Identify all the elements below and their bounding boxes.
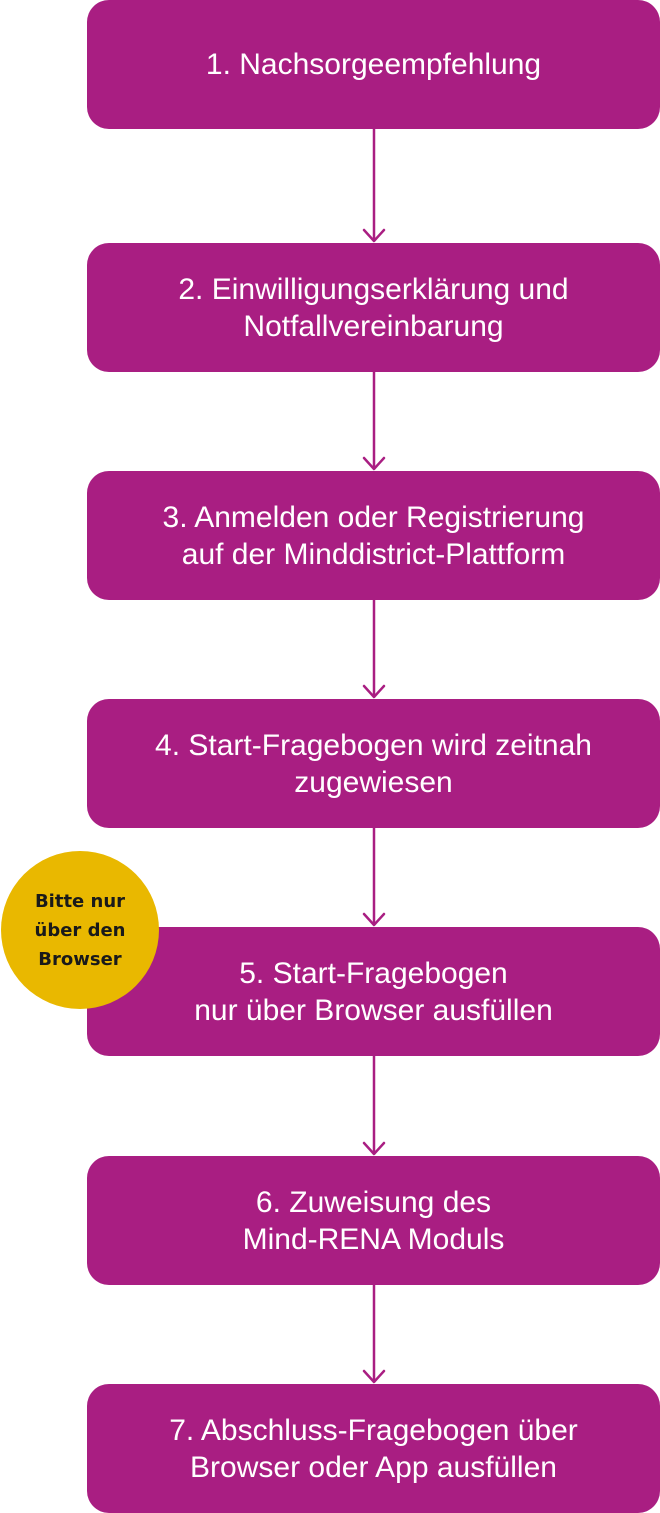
arrowhead-3-4 bbox=[362, 684, 386, 699]
browser-only-badge: Bitte nur über den Browser bbox=[1, 851, 159, 1009]
step-4-label: 4. Start-Fragebogen wird zeitnah zugewie… bbox=[155, 728, 592, 799]
arrowhead-5-6 bbox=[362, 1141, 386, 1156]
step-3-label: 3. Anmelden oder Registrierung auf der M… bbox=[162, 500, 585, 571]
step-1-label: 1. Nachsorgeempfehlung bbox=[205, 48, 542, 81]
step-1-box: 1. Nachsorgeempfehlung bbox=[87, 0, 660, 129]
step-2-label: 2. Einwilligungserklärung und Notfallver… bbox=[178, 272, 569, 343]
arrowhead-2-3 bbox=[362, 456, 386, 471]
step-6-label: 6. Zuweisung des Mind-RENA Moduls bbox=[242, 1185, 505, 1256]
browser-only-badge-label: Bitte nur über den Browser bbox=[34, 890, 126, 970]
arrowhead-1-2 bbox=[362, 228, 386, 243]
step-7-box: 7. Abschluss-Fragebogen über Browser ode… bbox=[87, 1384, 660, 1513]
step-7-label: 7. Abschluss-Fragebogen über Browser ode… bbox=[169, 1413, 578, 1484]
arrowhead-6-7 bbox=[362, 1369, 386, 1384]
arrowhead-4-5 bbox=[362, 912, 386, 927]
step-2-box: 2. Einwilligungserklärung und Notfallver… bbox=[87, 243, 660, 372]
step-6-box: 6. Zuweisung des Mind-RENA Moduls bbox=[87, 1156, 660, 1285]
step-4-box: 4. Start-Fragebogen wird zeitnah zugewie… bbox=[87, 699, 660, 828]
step-3-box: 3. Anmelden oder Registrierung auf der M… bbox=[87, 471, 660, 600]
step-5-box: 5. Start-Fragebogen nur über Browser aus… bbox=[87, 927, 660, 1056]
step-5-label: 5. Start-Fragebogen nur über Browser aus… bbox=[194, 956, 553, 1027]
